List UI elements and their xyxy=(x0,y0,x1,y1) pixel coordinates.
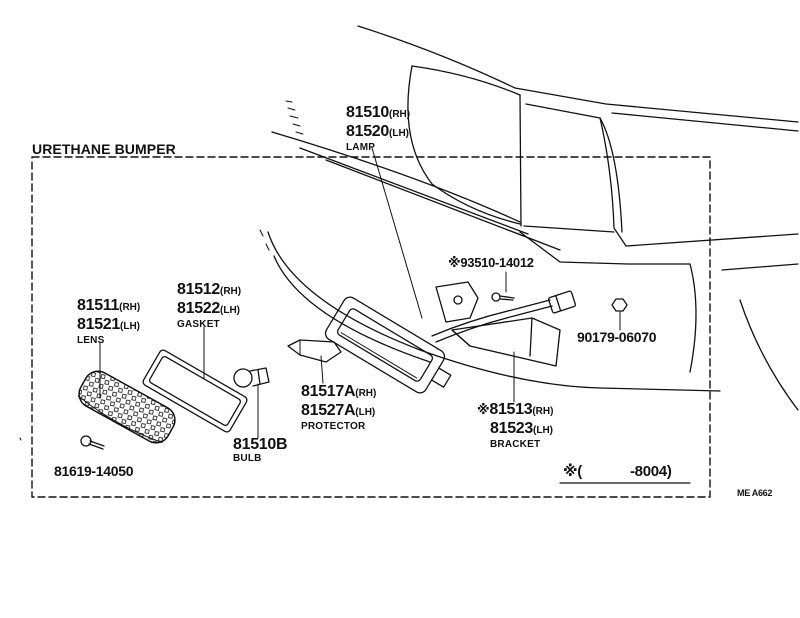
bracket-rh-side: (RH) xyxy=(532,406,554,417)
note-open: ※( xyxy=(563,463,582,480)
applicability-note: ※( -8004) xyxy=(563,462,672,480)
note-close: -8004) xyxy=(629,463,672,480)
protector-drawing xyxy=(287,339,342,363)
part-label-bracket: ※81513(RH) 81523(LH) BRACKET xyxy=(477,401,553,450)
gasket-lh-side: (LH) xyxy=(220,305,240,316)
bracket-mark: ※ xyxy=(477,402,490,417)
gasket-lh-code: 81522 xyxy=(177,300,220,317)
lens-rh-side: (RH) xyxy=(119,302,141,313)
section-title: URETHANE BUMPER xyxy=(32,141,176,157)
urethane-bumper-boundary xyxy=(31,156,711,498)
lamp-rh-side: (RH) xyxy=(389,109,411,120)
lamp-housing-drawing xyxy=(324,296,452,394)
lens-name: LENS xyxy=(77,335,105,346)
bracket-lh-code: 81523 xyxy=(490,420,533,437)
gasket-rh-code: 81512 xyxy=(177,281,220,298)
bulb-drawing xyxy=(233,367,270,388)
screw-upper-mark: ※ xyxy=(448,255,461,270)
lens-lh-code: 81521 xyxy=(77,316,120,333)
bulb-name: BULB xyxy=(233,453,262,464)
nut-drawing xyxy=(611,298,628,312)
lens-drawing xyxy=(77,370,176,444)
lens-lh-side: (LH) xyxy=(120,321,140,332)
bracket-rh-code: 81513 xyxy=(489,401,533,418)
bulb-code: 81510B xyxy=(233,436,288,453)
shading-marks xyxy=(19,100,304,441)
gasket-drawing xyxy=(142,349,248,433)
lamp-lh-code: 81520 xyxy=(346,123,389,140)
bracket-name: BRACKET xyxy=(490,439,541,450)
lamp-lh-side: (LH) xyxy=(389,128,409,139)
bumper-outline xyxy=(267,131,721,392)
gasket-rh-side: (RH) xyxy=(220,286,242,297)
part-label-gasket: 81512(RH) 81522(LH) GASKET xyxy=(177,281,241,330)
gasket-name: GASKET xyxy=(177,319,220,330)
protector-rh-side: (RH) xyxy=(355,388,377,399)
lens-rh-code: 81511 xyxy=(77,297,120,314)
bracket-lh-side: (LH) xyxy=(533,425,553,436)
vehicle-body-outline xyxy=(357,25,799,411)
screw-upper-code: 93510-14012 xyxy=(460,255,534,270)
part-label-protector: 81517A(RH) 81527A(LH) PROTECTOR xyxy=(301,383,376,432)
leader-lines xyxy=(99,147,621,439)
protector-lh-code: 81527A xyxy=(301,402,356,419)
part-label-lamp: 81510(RH) 81520(LH) LAMP xyxy=(346,104,410,153)
wire-harness-drawing xyxy=(431,290,577,343)
protector-name: PROTECTOR xyxy=(301,421,366,432)
illustration-ref-code: ME A662 xyxy=(737,488,773,498)
lamp-rh-code: 81510 xyxy=(346,104,389,121)
part-label-screw-upper: ※93510-14012 xyxy=(448,255,534,271)
connector-drawing xyxy=(547,290,577,314)
part-label-screw-lens: 81619-14050 xyxy=(54,463,134,479)
part-label-lens: 81511(RH) 81521(LH) LENS xyxy=(77,297,140,346)
protector-lh-side: (LH) xyxy=(355,407,376,418)
protector-rh-code: 81517A xyxy=(301,383,356,400)
screw-upper-drawing xyxy=(491,292,515,302)
part-label-bulb: 81510B BULB xyxy=(233,436,288,464)
lamp-name: LAMP xyxy=(346,142,376,153)
part-label-nut: 90179-06070 xyxy=(577,329,657,345)
bracket-drawing xyxy=(435,281,561,367)
screw-lens-drawing xyxy=(80,435,105,450)
